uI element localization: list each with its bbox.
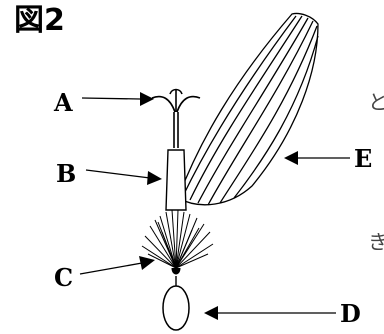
- cropped-text-fragment-upper: と: [368, 90, 384, 114]
- pappus: [141, 209, 214, 275]
- arrow-c: [79, 256, 155, 275]
- label-a: A: [53, 88, 73, 117]
- cropped-text-fragment-lower: き: [368, 230, 384, 254]
- arrow-e: [284, 151, 350, 165]
- arrow-d: [204, 306, 336, 320]
- label-b: B: [56, 159, 76, 188]
- petal: [177, 12, 319, 206]
- stamen-tube: [165, 149, 187, 211]
- figure-title: 図2: [14, 3, 65, 38]
- label-e: E: [354, 144, 372, 173]
- arrow-a: [81, 92, 154, 106]
- label-d: D: [340, 299, 361, 328]
- arrow-b: [85, 169, 162, 185]
- label-c: C: [54, 263, 73, 292]
- ovary: [162, 285, 190, 331]
- stigma: [151, 88, 201, 148]
